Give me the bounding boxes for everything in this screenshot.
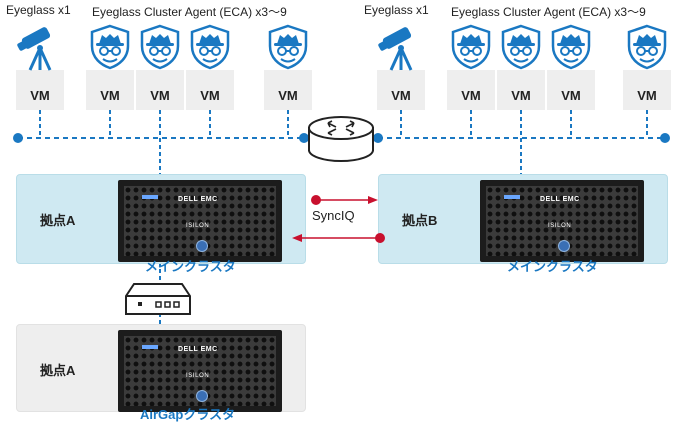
spy-shield-icon <box>90 24 130 70</box>
airgap-switch-icon <box>125 283 191 315</box>
synciq-arrows <box>292 195 385 243</box>
spy-shield-icon <box>190 24 230 70</box>
airgap-caption: AirGapクラスタ <box>140 407 236 422</box>
vm-box: VM <box>186 70 234 110</box>
spy-shield-icon <box>551 24 591 70</box>
vm-box: VM <box>547 70 595 110</box>
site-a-caption: メインクラスタ <box>145 259 236 274</box>
router-icon <box>308 116 374 162</box>
vm-box: VM <box>377 70 425 110</box>
telescope-icon <box>378 27 413 71</box>
site-a-label: 拠点A <box>40 213 76 228</box>
eyeglass-label-right: Eyeglass x1 <box>364 3 429 17</box>
eyeglass-label-left: Eyeglass x1 <box>6 3 71 17</box>
vm-box: VM <box>86 70 134 110</box>
telescope-icon <box>17 27 52 71</box>
spy-shield-icon <box>140 24 180 70</box>
eca-label-right: Eyeglass Cluster Agent (ECA) x3～9 <box>451 5 646 19</box>
vm-box: VM <box>623 70 671 110</box>
storage-server-icon: DELL EMC ISILON <box>118 180 282 262</box>
site-b-label: 拠点B <box>402 213 438 228</box>
storage-server-icon: DELL EMC ISILON <box>118 330 282 412</box>
spy-shield-icon <box>268 24 308 70</box>
spy-shield-icon <box>451 24 491 70</box>
vm-box: VM <box>264 70 312 110</box>
vm-box: VM <box>447 70 495 110</box>
synciq-label: SyncIQ <box>312 208 355 223</box>
vm-box: VM <box>136 70 184 110</box>
eca-label-left: Eyeglass Cluster Agent (ECA) x3～9 <box>92 5 287 19</box>
vm-box: VM <box>16 70 64 110</box>
spy-shield-icon <box>627 24 667 70</box>
site-b-caption: メインクラスタ <box>507 259 598 274</box>
storage-server-icon: DELL EMC ISILON <box>480 180 644 262</box>
spy-shield-icon <box>501 24 541 70</box>
vm-box: VM <box>497 70 545 110</box>
airgap-site-label: 拠点A <box>40 363 76 378</box>
